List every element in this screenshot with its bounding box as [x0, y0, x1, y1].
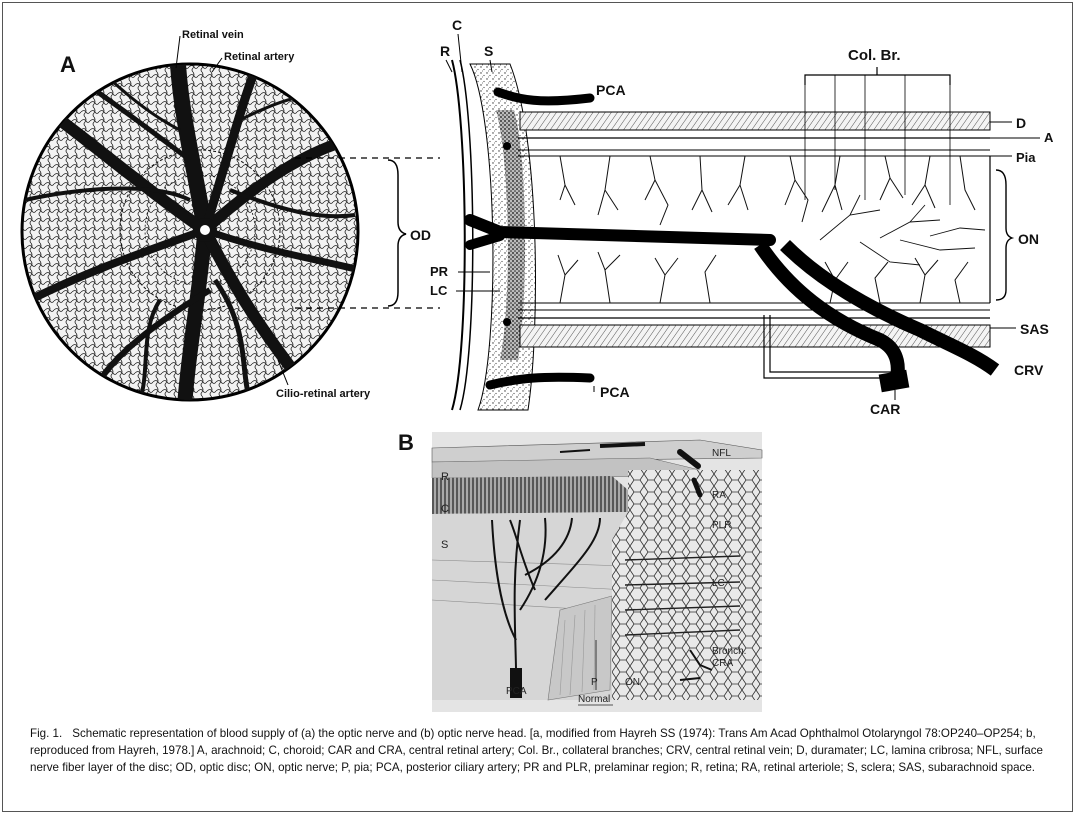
- label-r-top: R: [440, 43, 450, 59]
- b-label-ra: RA: [712, 490, 726, 501]
- label-a: A: [1044, 130, 1054, 145]
- label-pr: PR: [430, 264, 449, 279]
- b-label-lc: LC: [712, 578, 725, 589]
- retinal-artery-label: Retinal artery: [224, 51, 295, 63]
- label-c-top: C: [452, 17, 462, 33]
- label-pia: Pia: [1016, 150, 1036, 165]
- b-label-normal: Normal: [578, 694, 610, 705]
- caption-text: Schematic representation of blood supply…: [30, 727, 1043, 774]
- label-d: D: [1016, 115, 1026, 131]
- label-sas: SAS: [1020, 321, 1049, 337]
- od-bracket: [388, 160, 406, 306]
- b-label-c: C: [441, 503, 449, 515]
- leader-c-top: [458, 34, 462, 72]
- b-label-on: ON: [625, 677, 640, 688]
- label-pca-top: PCA: [596, 82, 626, 98]
- retinal-vein-label: Retinal vein: [182, 29, 244, 41]
- label-on: ON: [1018, 231, 1039, 247]
- b-label-bronch: Bronch.: [712, 646, 746, 657]
- label-lc: LC: [430, 283, 448, 298]
- label-pca-bottom: PCA: [600, 384, 630, 400]
- od-label: OD: [410, 227, 431, 243]
- label-s-top: S: [484, 43, 493, 59]
- label-car: CAR: [870, 401, 900, 417]
- optic-nerve-head-histology: [432, 432, 762, 712]
- optic-disc-fundus-drawing: [22, 60, 360, 400]
- b-label-pca: PCA: [506, 686, 527, 697]
- b-label-cra: CRA: [712, 658, 733, 669]
- panel-a-letter: A: [60, 52, 76, 77]
- label-col-br: Col. Br.: [848, 47, 901, 64]
- label-crv: CRV: [1014, 362, 1044, 378]
- panel-b-letter: B: [398, 430, 414, 455]
- figure-number: Fig. 1.: [30, 727, 62, 740]
- optic-nerve-longitudinal-section: [452, 60, 995, 410]
- b-label-s: S: [441, 539, 448, 551]
- cilio-retinal-artery-label: Cilio-retinal artery: [276, 388, 371, 400]
- leader-r-top: [446, 60, 452, 72]
- b-label-r: R: [441, 471, 449, 483]
- b-label-nfl: NFL: [712, 448, 731, 459]
- b-label-p: P: [591, 677, 598, 688]
- on-bracket: [996, 170, 1012, 300]
- figure-caption: Fig. 1.Schematic representation of blood…: [30, 725, 1060, 776]
- b-label-plr: PLR: [712, 520, 731, 531]
